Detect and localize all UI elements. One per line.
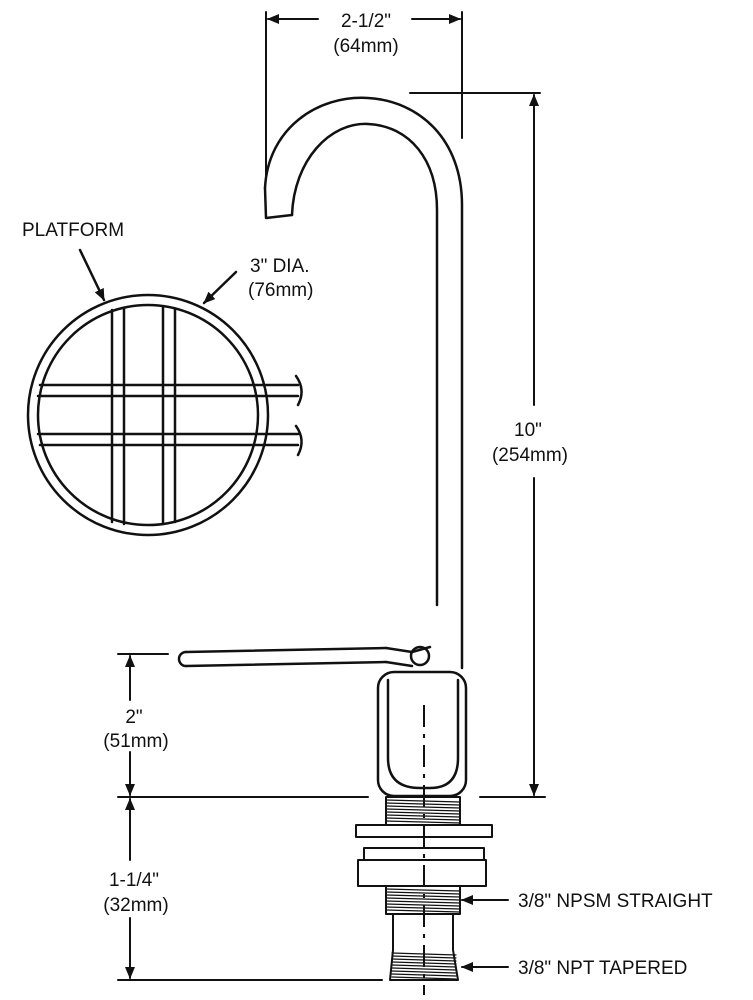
overall-height-dimension xyxy=(479,94,546,798)
platform-detail xyxy=(26,248,303,537)
npsm-thread-label: 3/8" NPSM STRAIGHT xyxy=(518,891,713,912)
spout-reach-label: 2-1/2" xyxy=(341,11,391,32)
shank-length-metric: (32mm) xyxy=(103,895,168,916)
thread-line xyxy=(385,891,461,895)
overall-height-metric: (254mm) xyxy=(492,445,568,466)
thread-line xyxy=(391,967,457,971)
faucet-body xyxy=(376,670,468,798)
thread-line xyxy=(385,808,461,812)
spout-reach-dimension xyxy=(265,11,541,177)
thread-line xyxy=(385,897,461,901)
platform-diameter-metric: (76mm) xyxy=(248,280,313,301)
lever-handle xyxy=(177,645,432,668)
platform-diameter-label: 3" DIA. xyxy=(250,256,310,277)
gooseneck-spout xyxy=(263,96,464,670)
npt-thread-label: 3/8" NPT TAPERED xyxy=(518,958,687,979)
lever-height-dimension xyxy=(117,653,369,798)
overall-height-label: 10" xyxy=(514,420,542,441)
spout-reach-metric: (64mm) xyxy=(333,36,398,57)
shank-length-dimension xyxy=(117,798,383,981)
thread-line xyxy=(391,970,457,974)
thread-line xyxy=(385,817,461,821)
platform-title: PLATFORM xyxy=(22,220,124,241)
thread-line xyxy=(385,900,461,904)
lever-height-label: 2" xyxy=(125,707,142,728)
thread-line xyxy=(385,811,461,815)
lever-height-metric: (51mm) xyxy=(103,731,168,752)
thread-line xyxy=(385,888,461,892)
shank-length-label: 1-1/4" xyxy=(109,870,159,891)
thread-line xyxy=(385,820,461,824)
